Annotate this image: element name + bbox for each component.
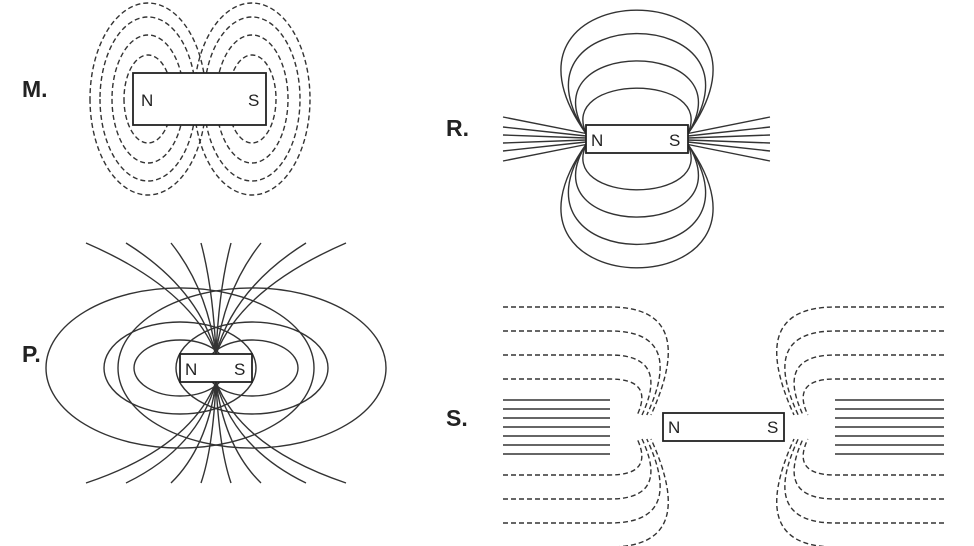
diagram-s-field-line	[616, 438, 669, 546]
diagram-r-field-line	[687, 143, 771, 162]
diagram-r-field-line	[560, 9, 714, 136]
diagram-p-field-line	[175, 321, 329, 415]
diagram-s-field-line	[776, 306, 944, 416]
diagram-p-south-pole: S	[234, 360, 245, 379]
diagram-p-field-line	[200, 381, 217, 484]
diagram-r-field-line	[582, 142, 692, 191]
diagram-s-field-line	[503, 378, 643, 416]
diagram-r-field-line	[502, 143, 587, 162]
diagram-p-field-line	[103, 321, 257, 415]
diagram-s-label: S.	[446, 405, 468, 431]
diagram-p-field-line	[215, 242, 232, 355]
diagram-r-field-line	[502, 126, 587, 137]
diagram-r-field-line	[502, 141, 587, 152]
diagram-r-field-line	[574, 142, 700, 218]
diagram-p-field-line	[215, 381, 262, 484]
diagram-p-field-line	[215, 242, 307, 355]
diagram-m-south-pole: S	[248, 91, 259, 110]
diagram-p-field-line	[215, 381, 307, 484]
diagram-r-field-line	[502, 139, 587, 144]
diagram-p-field-line	[117, 287, 387, 449]
diagram-r-field-line	[687, 134, 771, 139]
diagram-s-field-line	[784, 438, 944, 524]
diagram-p-field-line	[170, 381, 217, 484]
diagram-r-field-line	[582, 87, 692, 136]
diagram-p-field-line	[205, 339, 299, 397]
diagram-p-field-line	[170, 242, 217, 355]
diagram-p-field-line	[215, 242, 347, 355]
diagram-m-field-line	[99, 16, 197, 182]
diagram-r-field-line	[574, 60, 700, 136]
diagram-m: M. N S	[22, 2, 311, 196]
diagram-s: S. N S	[446, 306, 944, 546]
diagram-s-field-line	[802, 438, 944, 476]
diagram-r-field-line	[502, 116, 587, 135]
diagram-s-field-line	[503, 354, 652, 416]
diagram-s-field-line	[776, 438, 829, 546]
diagram-r-field-line	[687, 116, 771, 135]
diagram-s-south-pole: S	[767, 418, 778, 437]
diagram-s-field-lines	[503, 306, 944, 546]
diagram-p-field-lines	[45, 242, 387, 484]
diagram-m-field-line	[193, 2, 311, 196]
diagram-s-magnet	[662, 412, 785, 442]
diagram-s-field-line	[503, 330, 661, 416]
diagram-p-field-line	[85, 242, 217, 355]
diagram-r: R. N S	[446, 9, 771, 269]
diagram-m-north-pole: N	[141, 91, 153, 110]
diagram-r-field-line	[687, 141, 771, 152]
diagram-s-field-line	[784, 330, 944, 416]
diagram-p-field-line	[125, 381, 217, 484]
diagram-p-label: P.	[22, 341, 41, 367]
diagram-p-field-line	[200, 242, 217, 355]
diagram-m-field-line	[89, 2, 207, 196]
diagram-p-field-line	[215, 242, 262, 355]
diagram-s-field-line	[503, 306, 669, 416]
diagram-s-field-line	[793, 438, 944, 500]
diagram-m-field-line	[111, 34, 185, 164]
diagram-p-field-line	[45, 287, 315, 449]
diagram-m-field-line	[227, 54, 277, 144]
diagram-r-north-pole: N	[591, 131, 603, 150]
diagram-s-north-pole: N	[668, 418, 680, 437]
diagram-s-field-line	[802, 378, 944, 416]
diagram-p-field-line	[215, 381, 347, 484]
diagram-s-field-line	[793, 354, 944, 416]
diagram-p-field-line	[125, 242, 217, 355]
diagram-r-field-line	[687, 139, 771, 144]
diagram-m-label: M.	[22, 76, 48, 102]
diagram-r-magnet	[585, 124, 689, 154]
diagram-s-field-line	[503, 438, 652, 500]
diagram-r-label: R.	[446, 115, 469, 141]
diagram-r-field-line	[560, 142, 714, 269]
diagram-m-field-lines	[89, 2, 311, 196]
diagram-s-field-line	[503, 438, 661, 524]
diagram-r-south-pole: S	[669, 131, 680, 150]
diagram-m-field-line	[215, 34, 289, 164]
diagram-r-field-line	[567, 33, 707, 136]
diagram-p: P. N S	[22, 242, 387, 484]
diagram-p-field-line	[85, 381, 217, 484]
diagram-r-field-lines	[502, 9, 771, 269]
diagram-r-field-line	[687, 126, 771, 137]
diagram-m-field-line	[203, 16, 301, 182]
diagram-p-magnet	[179, 353, 253, 383]
diagram-s-field-line	[503, 438, 643, 476]
diagram-m-magnet	[132, 72, 267, 126]
diagram-r-field-line	[502, 134, 587, 139]
diagram-p-field-line	[215, 381, 232, 484]
diagram-r-field-line	[567, 142, 707, 245]
diagram-p-north-pole: N	[185, 360, 197, 379]
